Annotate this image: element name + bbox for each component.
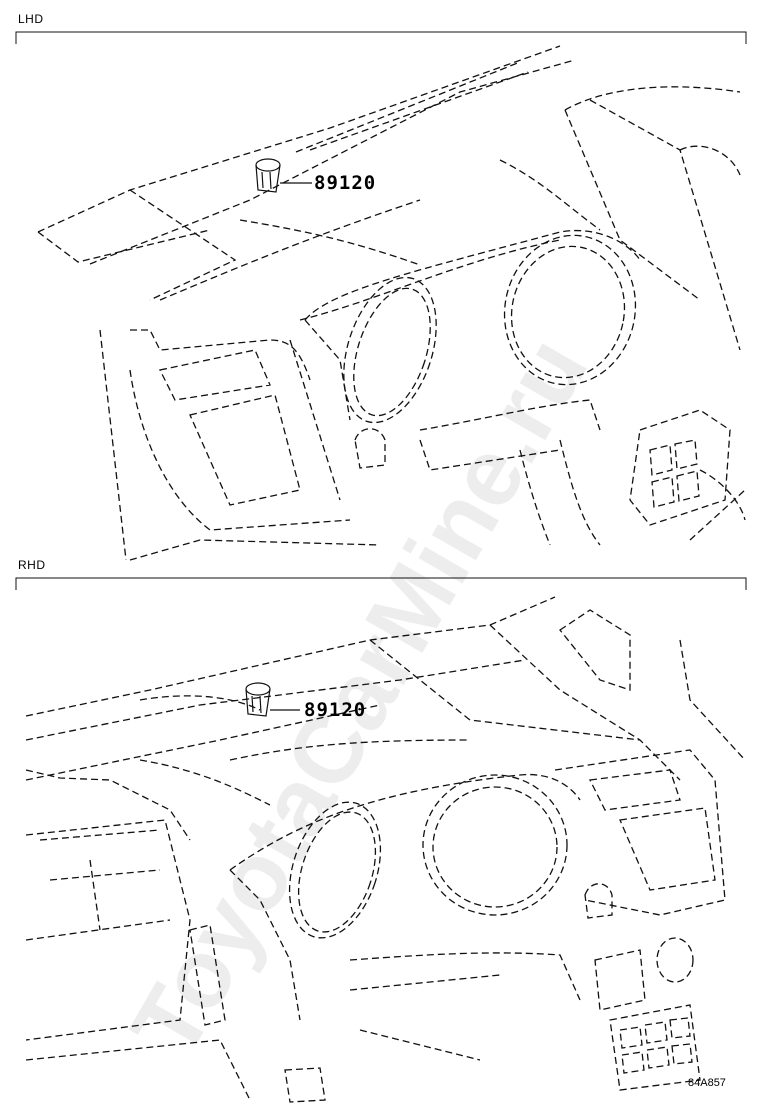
section-label-rhd: RHD (18, 558, 46, 572)
rhd-dashboard-drawing (25, 596, 746, 1103)
lhd-frame (15, 31, 747, 44)
part-number-label-rhd: 89120 (304, 699, 367, 721)
lhd-clip-part (255, 158, 312, 193)
lhd-dashboard-drawing (37, 45, 746, 561)
rhd-clip-part (245, 682, 300, 717)
part-number-label-lhd: 89120 (314, 172, 377, 194)
rhd-frame (15, 577, 747, 590)
figure-code: 84A857 (688, 1077, 726, 1089)
section-label-lhd: LHD (18, 12, 44, 26)
